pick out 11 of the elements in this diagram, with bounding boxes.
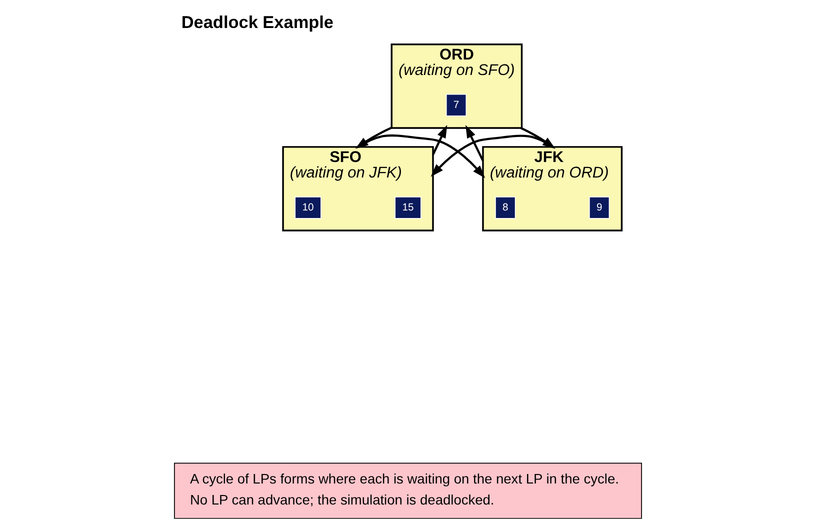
- node-box: 15: [394, 196, 422, 219]
- diagram-title: Deadlock Example: [181, 12, 334, 32]
- node-box: 10: [294, 196, 322, 219]
- node-box: 9: [588, 196, 610, 219]
- arrow: [430, 134, 554, 177]
- arrow: [466, 125, 484, 162]
- node-box: 7: [446, 94, 467, 116]
- node-box: A cycle of LPs forms where each is waiting on the next LP in the cycle. No LP can advance; the simulation is deadlocked.: [174, 462, 642, 519]
- arrow: [357, 134, 486, 178]
- node-box: 8: [495, 196, 516, 219]
- arrow: [432, 125, 448, 156]
